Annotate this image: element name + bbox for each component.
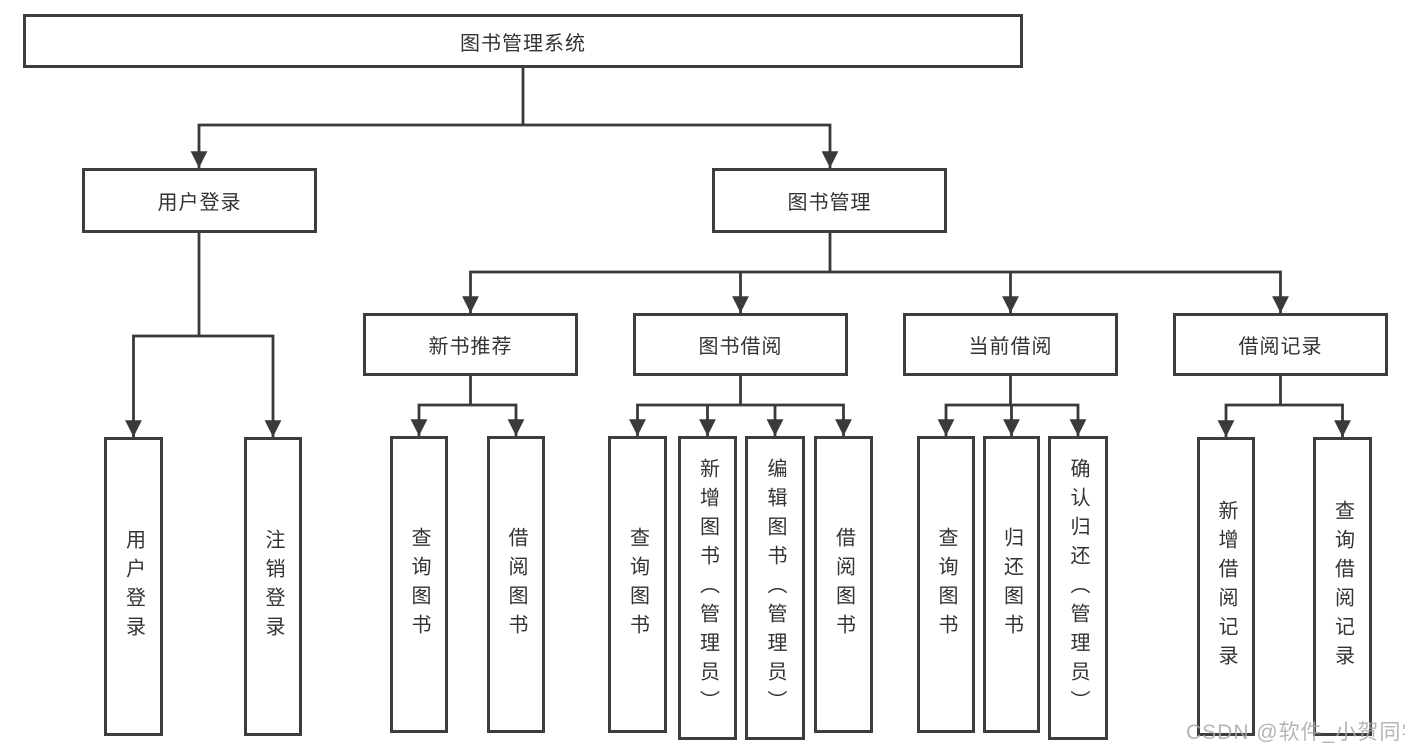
leaf-add-books-admin: 新增图书（管理员） [678, 436, 737, 740]
leaf-borrow-books-recommend: 借阅图书 [487, 436, 545, 733]
leaf-borrow-books: 借阅图书 [814, 436, 873, 733]
leaf-query-books-current: 查询图书 [917, 436, 975, 733]
node-borrowing-records: 借阅记录 [1173, 313, 1388, 376]
leaf-query-books-borrow: 查询图书 [608, 436, 667, 733]
leaf-edit-books-admin: 编辑图书（管理员） [745, 436, 805, 740]
leaf-add-borrow-record: 新增借阅记录 [1197, 437, 1255, 736]
csdn-watermark: CSDN @软件_小贺同学 [1186, 721, 1405, 744]
node-new-book-recommend: 新书推荐 [363, 313, 578, 376]
node-book-borrowing: 图书借阅 [633, 313, 848, 376]
node-book-management: 图书管理 [712, 168, 947, 233]
leaf-user-login: 用户登录 [104, 437, 163, 736]
leaf-query-books-recommend: 查询图书 [390, 436, 448, 733]
leaf-logout: 注销登录 [244, 437, 302, 736]
leaf-confirm-return-admin: 确认归还（管理员） [1048, 436, 1108, 740]
node-user-login: 用户登录 [82, 168, 317, 233]
node-library-management-system: 图书管理系统 [23, 14, 1023, 68]
leaf-return-books: 归还图书 [983, 436, 1040, 733]
leaf-query-borrow-record: 查询借阅记录 [1313, 437, 1372, 736]
node-current-borrowing: 当前借阅 [903, 313, 1118, 376]
